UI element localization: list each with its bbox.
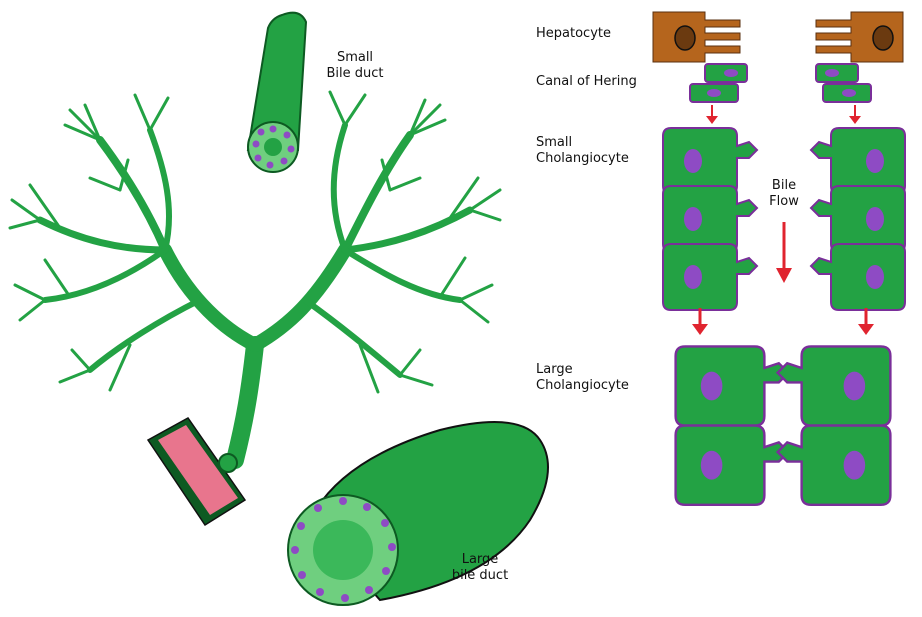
bile-flow-label-line1: Bile (762, 178, 806, 194)
large-cholangiocyte-label-line1: Large (536, 362, 629, 378)
small-bile-duct-label-line2: Bile duct (320, 66, 390, 82)
small-cholangiocyte-label: Small Cholangiocyte (536, 135, 629, 167)
bile-flow-label: Bile Flow (762, 178, 806, 210)
small-bile-duct-label-line1: Small (320, 50, 390, 66)
large-bile-duct-label-line1: Large (440, 552, 520, 568)
hepatocyte-right-icon (816, 12, 903, 62)
small-cholangiocyte-label-line1: Small (536, 135, 629, 151)
small-cholangiocyte-column-left (663, 128, 757, 310)
hepatocyte-left-icon (653, 12, 740, 62)
small-cholangiocyte-label-line2: Cholangiocyte (536, 151, 629, 167)
large-cholangiocyte-column-left (676, 346, 789, 504)
small-cholangiocyte-column-right (811, 128, 905, 310)
small-bile-duct-label: Small Bile duct (320, 50, 390, 82)
large-cholangiocyte-label-line2: Cholangiocyte (536, 378, 629, 394)
canal-of-hering-icon (690, 64, 871, 102)
large-bile-duct-label: Large bile duct (440, 552, 520, 584)
bile-flow-label-line2: Flow (762, 194, 806, 210)
large-cholangiocyte-column-right (778, 346, 891, 504)
canal-of-hering-label: Canal of Hering (536, 74, 637, 90)
large-bile-duct-label-line2: bile duct (440, 568, 520, 584)
hepatocyte-label: Hepatocyte (536, 26, 611, 42)
blood-vessel-icon (148, 418, 245, 525)
large-cholangiocyte-label: Large Cholangiocyte (536, 362, 629, 394)
small-bile-duct-icon (248, 13, 306, 172)
